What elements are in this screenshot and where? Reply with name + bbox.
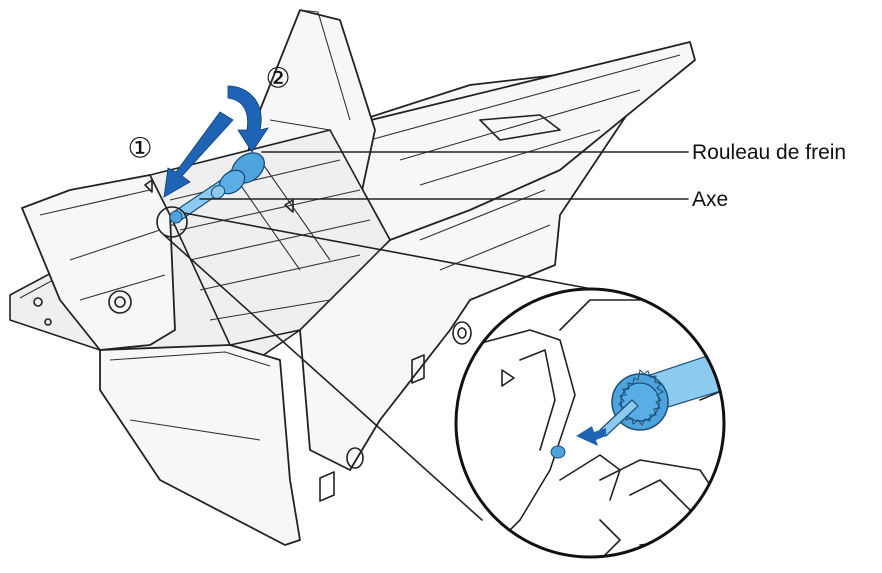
step1-label: ① — [127, 133, 152, 164]
zoom-connector-bottom — [163, 234, 483, 521]
brake-roller — [169, 152, 265, 224]
step2-label: ② — [265, 63, 290, 94]
step2-arrow-icon — [227, 85, 269, 153]
step1-arrow-icon — [163, 111, 234, 198]
shaft-callout: Axe — [692, 188, 728, 211]
magnified-detail-icon — [454, 287, 726, 559]
shaft-end-marker — [156, 206, 188, 238]
zoom-connector-top — [183, 212, 609, 293]
brake-roller-callout: Rouleau de frein — [692, 141, 846, 164]
scanner-body — [9, 9, 696, 546]
